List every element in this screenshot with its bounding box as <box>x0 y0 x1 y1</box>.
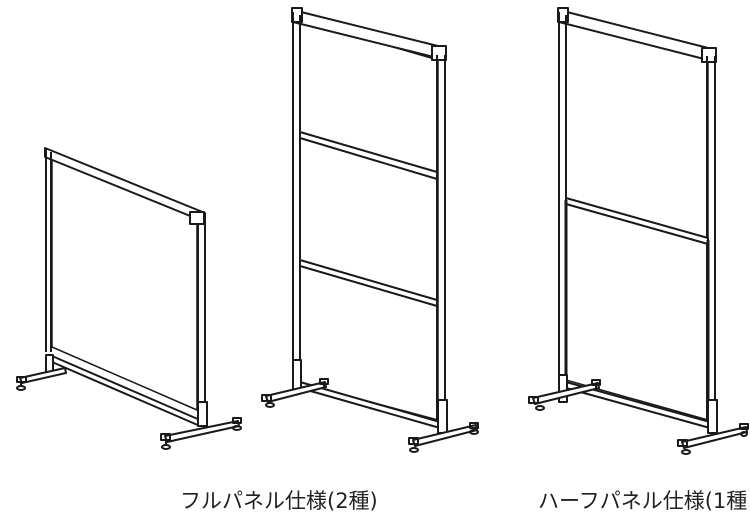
tall-partition-frame <box>291 7 447 429</box>
half-partition-frame <box>557 7 717 429</box>
tall-partition-three-section-illustration <box>261 7 479 453</box>
low-partition-feet <box>16 354 242 450</box>
half-panel-caption: ハーフパネル仕様(1種 <box>538 489 748 513</box>
half-panel-partition-illustration <box>528 7 749 455</box>
tall-partition-panel <box>299 19 439 421</box>
full-panel-caption: フルパネル仕様(2種) <box>180 489 378 513</box>
half-partition-feet <box>528 374 749 455</box>
low-partition-illustration <box>16 147 242 450</box>
tall-partition-feet <box>261 359 479 453</box>
